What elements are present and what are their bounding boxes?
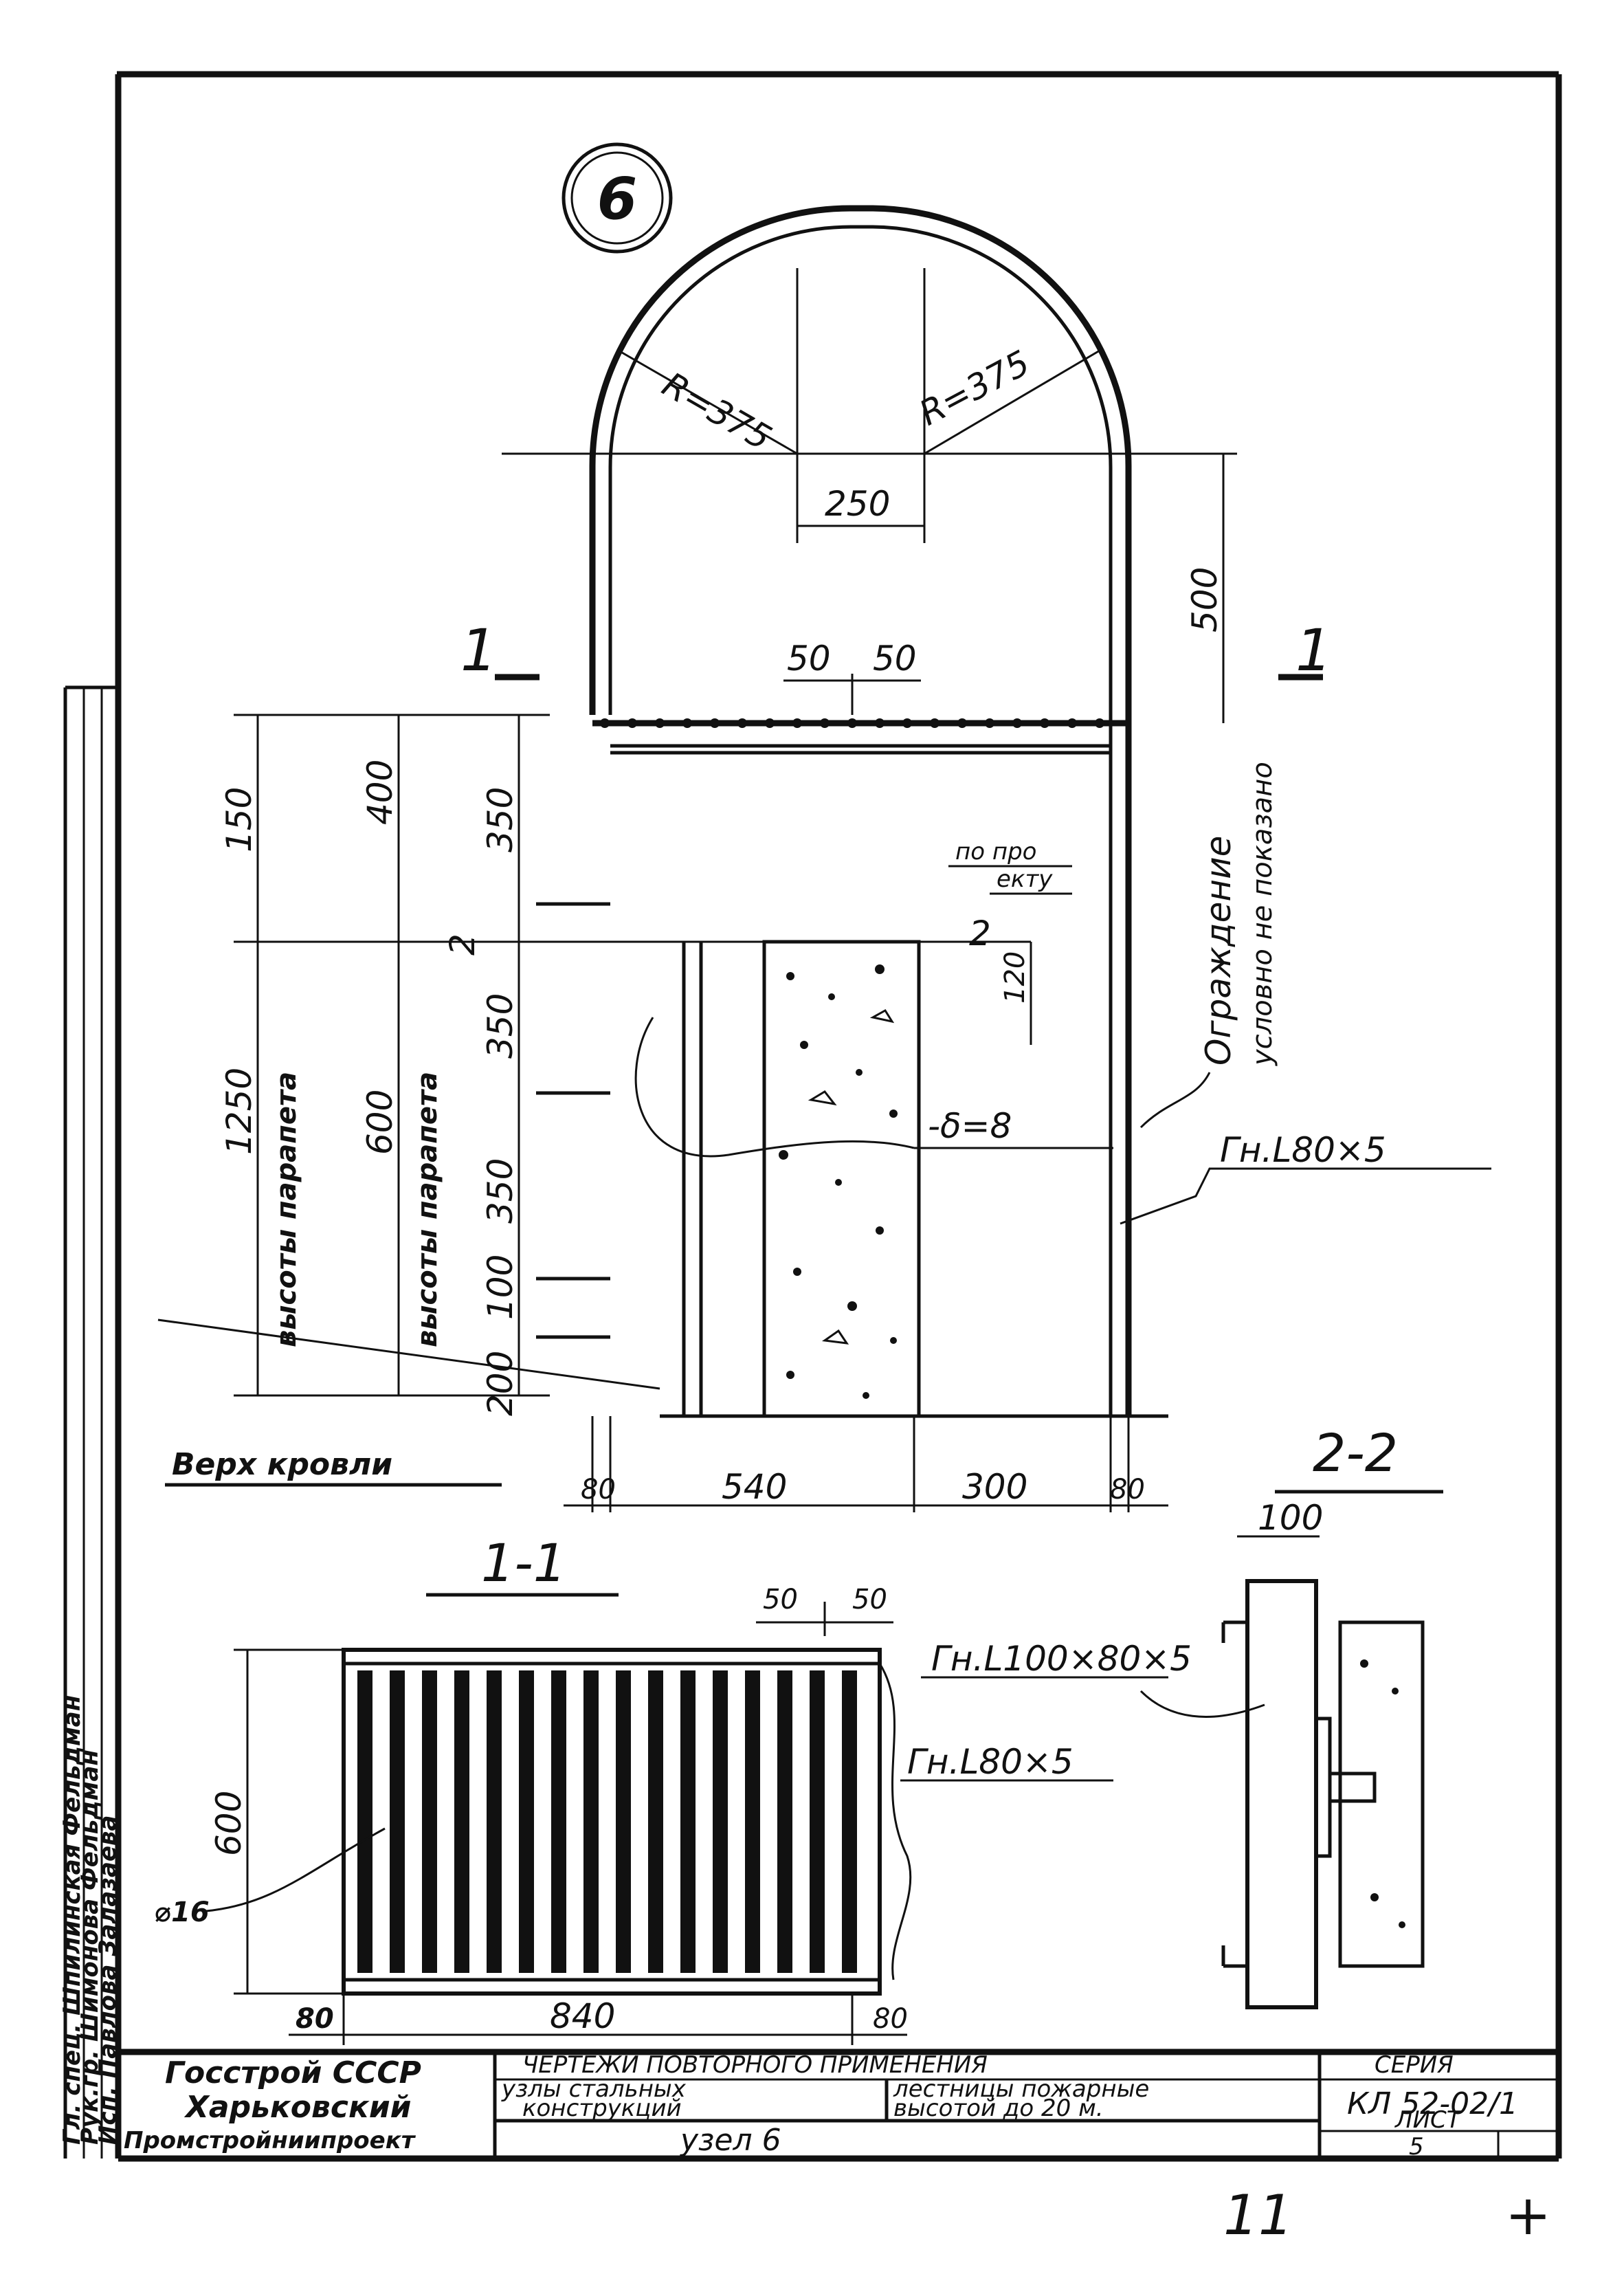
node-label: узел 6 (679, 2123, 781, 2158)
pitch-50-b: 50 (873, 639, 917, 678)
radius-left-label: R=375 (656, 364, 778, 458)
dimension-840: 840 (550, 1996, 615, 2036)
sheet-label: ЛИСТ (1394, 2106, 1462, 2134)
dimension-200: 200 (480, 1351, 520, 1416)
pitch-50-a-s11: 50 (763, 1584, 798, 1615)
node-callout-number: 6 (597, 165, 637, 232)
signature-row-3: Исп. Павлова Залазаева (94, 1815, 122, 2145)
footer-mark-2: + (1505, 2183, 1551, 2247)
angle-label-s11: Гн.L80×5 (907, 1742, 1074, 1782)
label-parapet-right: высоты парапета (412, 1072, 443, 1347)
dimension-80-right-s11: 80 (873, 2003, 908, 2035)
note-project-line-1: по про (955, 838, 1036, 865)
dimension-600-s11: 600 (209, 1791, 249, 1856)
org-line-1: Госстрой СССР (165, 2055, 421, 2090)
dimension-500: 500 (1185, 567, 1225, 632)
org-line-3: Промстройниипроект (124, 2127, 416, 2154)
angle-label-elevation: Гн.L80×5 (1220, 1130, 1386, 1170)
section-mark-left: 1 (460, 617, 497, 684)
fence-note-line-2: условно не показано (1247, 762, 1278, 1066)
signature-row-2: Рук.гр. Шимонова Фельдман (76, 1749, 104, 2145)
product-line-1: лестницы пожарные (893, 2075, 1149, 2103)
pitch-50-b-s11: 50 (852, 1584, 887, 1615)
section-1-1: 1-1 50 50 600 ⌀16 Гн.L80×5 80 8 (155, 1532, 1113, 2045)
fence-note-line-1: Ограждение (1199, 836, 1238, 1066)
dimension-350-c: 350 (480, 1158, 520, 1224)
title-block: Госстрой СССР Харьковский Промстройниипр… (118, 2049, 1559, 2161)
section-2-2-title: 2-2 (1313, 1422, 1398, 1483)
plate-label: -δ=8 (928, 1106, 1012, 1146)
footer-mark-1: 11 (1223, 2183, 1293, 2247)
node-callout: 6 (561, 142, 673, 254)
subject-line-1: узлы стальных (501, 2075, 687, 2103)
section-mark-right: 1 (1295, 617, 1332, 684)
dimension-350-a: 350 (480, 787, 520, 852)
dimension-250: 250 (825, 484, 890, 524)
product-line-2: высотой до 20 м. (893, 2095, 1104, 2122)
section-1-1-title: 1-1 (481, 1532, 566, 1593)
dimension-300: 300 (962, 1467, 1027, 1507)
dimension-100: 100 (480, 1255, 520, 1320)
dimension-540: 540 (722, 1467, 787, 1507)
org-line-2: Харьковский (183, 2090, 411, 2125)
section-2-2: 2-2 100 Гн.L100×80×5 (921, 1422, 1443, 2009)
rod-label: ⌀16 (155, 1897, 210, 1928)
dimension-2-right: 2 (969, 914, 991, 953)
pitch-50-a: 50 (787, 639, 831, 678)
rod-dots (600, 718, 1104, 728)
dimension-80-right: 80 (1110, 1474, 1145, 1505)
dimension-350-b: 350 (480, 993, 520, 1059)
dimension-80-left: 80 (581, 1474, 616, 1505)
concrete-parapet (762, 940, 921, 1418)
dimension-80-left-s11: 80 (296, 2003, 334, 2035)
subject-line-2: конструкций (522, 2095, 682, 2122)
dimension-600: 600 (360, 1090, 400, 1155)
dimension-150: 150 (219, 787, 259, 852)
dimension-400: 400 (360, 760, 400, 825)
dimension-2-left: 2 (443, 934, 482, 956)
radius-right-label: R=375 (913, 343, 1036, 434)
sheet-value: 5 (1409, 2133, 1424, 2161)
signature-strip: Гл. спец. Шпилинская Фельдман Рук.гр. Ши… (58, 1695, 122, 2145)
rods-s11 (357, 1670, 857, 1973)
label-parapet-left: высоты парапета (271, 1072, 302, 1347)
note-project-line-2: екту (997, 865, 1053, 893)
dimension-120: 120 (999, 951, 1031, 1004)
signature-row-1: Гл. спец. Шпилинская Фельдман (58, 1695, 86, 2145)
series-value: КЛ 52-02/1 (1347, 2086, 1518, 2121)
dimension-100-s22: 100 (1258, 1498, 1323, 1538)
angle-label-s22: Гн.L100×80×5 (931, 1639, 1192, 1679)
roof-label: Верх кровли (172, 1447, 392, 1482)
drawing-type-header: ЧЕРТЕЖИ ПОВТОРНОГО ПРИМЕНЕНИЯ (522, 2051, 988, 2079)
series-label: СЕРИЯ (1375, 2051, 1454, 2079)
elevation-view: R=375 R=375 250 500 50 50 (157, 205, 1491, 1512)
dimension-1250: 1250 (219, 1068, 259, 1155)
